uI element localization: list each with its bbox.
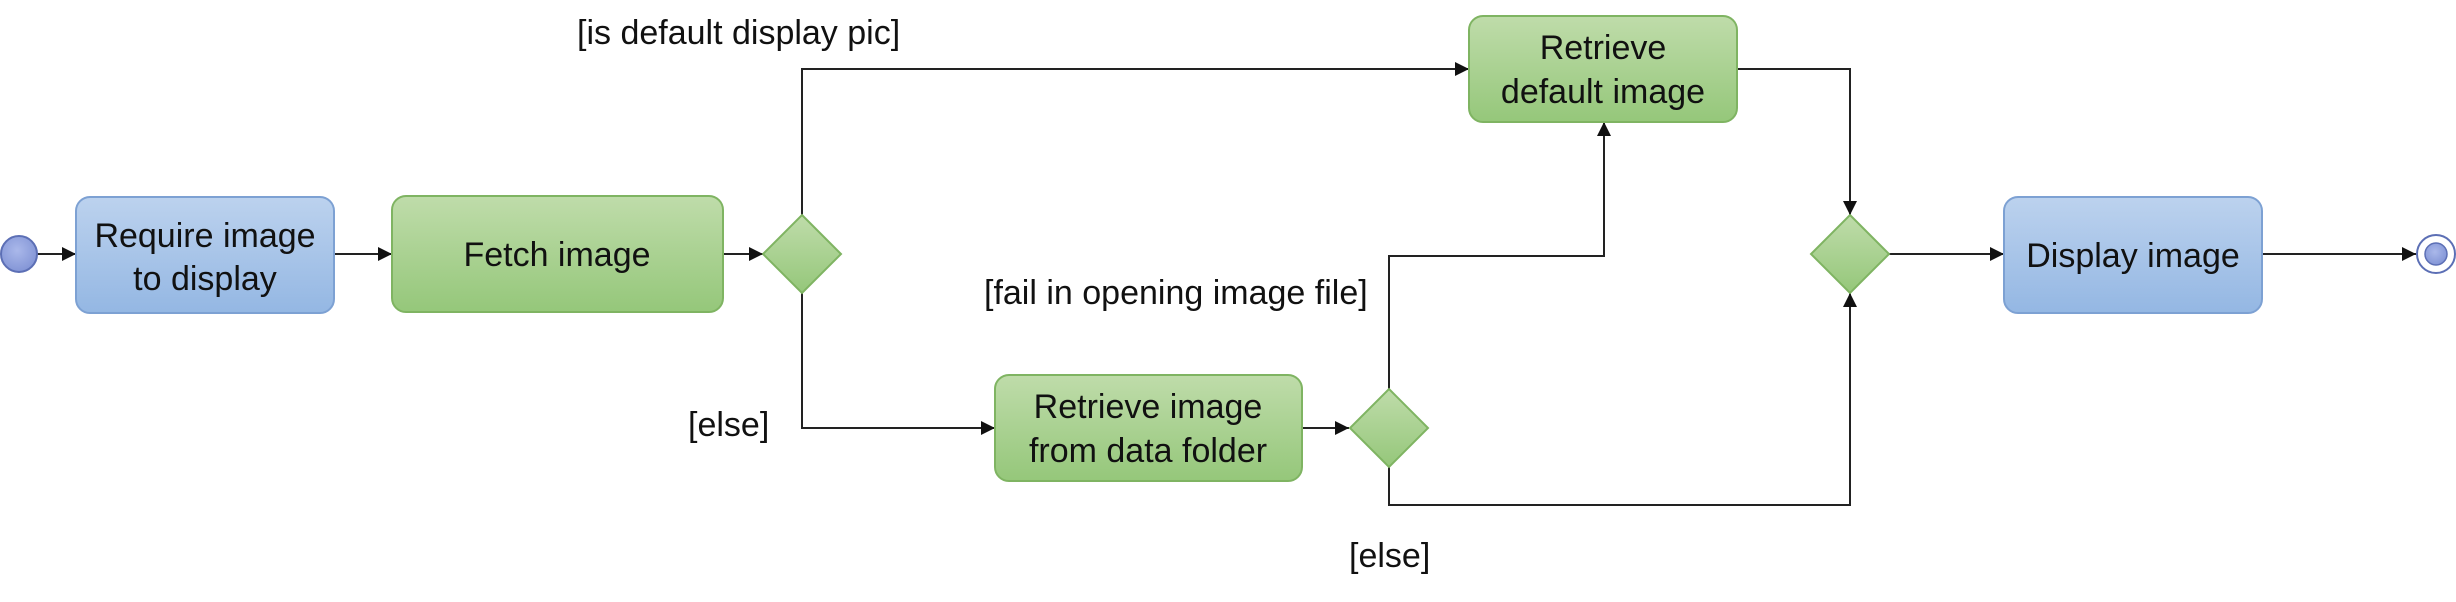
edge-retrieve-default-to-merge (1737, 68, 1857, 215)
edge-else-to-merge (1388, 293, 1857, 506)
guard-is-default-display-pic: [is default display pic] (577, 14, 900, 52)
edges (37, 62, 2416, 506)
action-require-image: Require image to display (75, 196, 335, 314)
edge-fail-to-retrieve-default (1388, 122, 1611, 389)
decision-open-file (1348, 387, 1430, 469)
action-fetch-image-label: Fetch image (463, 236, 650, 274)
edge-decision-to-retrieve-default (801, 62, 1469, 215)
action-retrieve-default-image: Retrieve default image (1468, 15, 1738, 123)
final-node (2416, 234, 2456, 274)
action-display-image-label: Display image (2026, 237, 2240, 275)
action-fetch-image: Fetch image (391, 195, 724, 313)
action-retrieve-folder-line2: from data folder (1029, 432, 1267, 470)
initial-node (0, 235, 38, 273)
merge-node (1809, 213, 1891, 295)
guard-fail-opening-file: [fail in opening image file] (984, 274, 1368, 312)
edge-decision-to-retrieve-folder (801, 293, 995, 435)
action-require-image-line1: Require image (94, 217, 315, 255)
action-retrieve-default-line1: Retrieve (1540, 29, 1667, 67)
guard-else-fetch: [else] (688, 406, 769, 444)
action-retrieve-folder-line1: Retrieve image (1034, 388, 1263, 426)
decision-default-pic (761, 213, 843, 295)
action-require-image-line2: to display (133, 260, 277, 298)
guard-else-folder: [else] (1349, 537, 1430, 575)
action-display-image: Display image (2003, 196, 2263, 314)
action-retrieve-from-folder: Retrieve image from data folder (994, 374, 1303, 482)
action-retrieve-default-line2: default image (1501, 73, 1705, 111)
